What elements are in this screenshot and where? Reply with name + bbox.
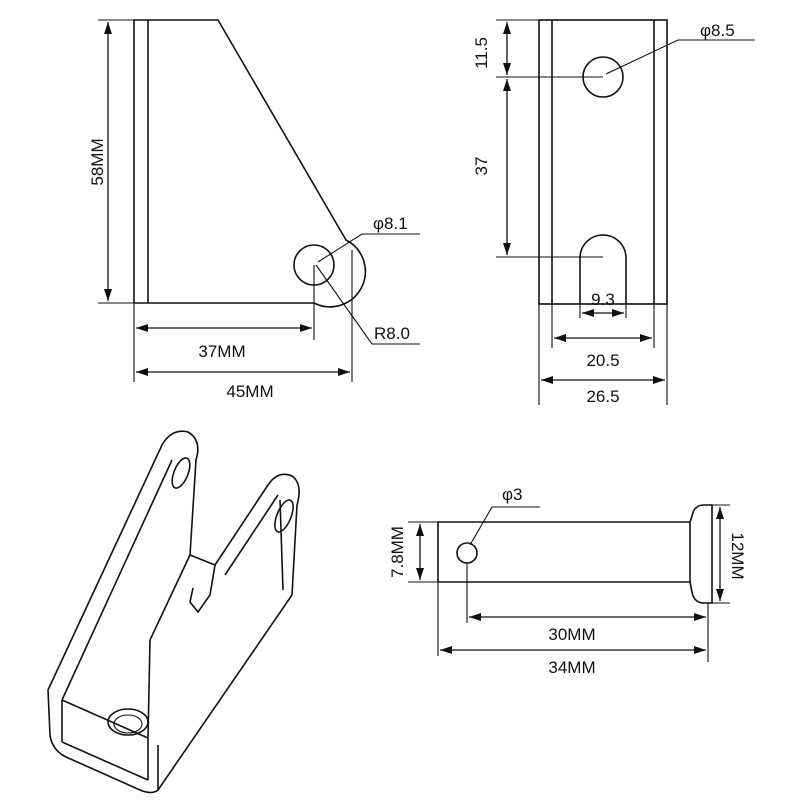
iso-base-plate bbox=[49, 734, 159, 794]
iso-back-slot bbox=[189, 554, 216, 614]
pin-hole-label: φ3 bbox=[502, 485, 522, 504]
bracket-side-profile bbox=[133, 19, 367, 308]
front-slot bbox=[579, 234, 627, 304]
hole-spacing-label: 37 bbox=[472, 157, 491, 176]
front-outline bbox=[538, 19, 668, 305]
front-view: 11.5 37 φ8.5 9.3 20.5 26.5 bbox=[472, 19, 755, 406]
front-hole-label: φ8.5 bbox=[700, 21, 735, 40]
radius-leader bbox=[315, 264, 420, 345]
pin-hole-leader bbox=[469, 506, 540, 546]
height-label: 58MM bbox=[88, 138, 107, 185]
iso-right-plate bbox=[157, 473, 300, 791]
hole-label: φ8.1 bbox=[373, 214, 408, 233]
iso-left-plate bbox=[47, 430, 199, 736]
iso-left-hole bbox=[171, 457, 191, 489]
iso-base-hole bbox=[107, 708, 149, 736]
hole-to-head-label: 30MM bbox=[548, 625, 595, 644]
pin-view: φ3 7.8MM 12MM 30MM 34MM bbox=[388, 485, 747, 677]
total-width-label: 45MM bbox=[226, 382, 273, 401]
iso-right-hole bbox=[274, 499, 294, 533]
inner-width-label: 37MM bbox=[198, 342, 245, 361]
slot-width-label: 9.3 bbox=[591, 290, 615, 309]
pin-hole bbox=[456, 542, 478, 564]
top-offset-label: 11.5 bbox=[472, 37, 491, 69]
outer-width-label: 26.5 bbox=[586, 387, 619, 406]
isometric-view bbox=[47, 430, 300, 794]
total-length-label: 34MM bbox=[548, 658, 595, 677]
inner-width-label: 20.5 bbox=[586, 351, 619, 370]
side-view: 58MM 37MM 45MM φ8.1 R8.0 bbox=[88, 19, 420, 401]
shaft-dia-label: 7.8MM bbox=[388, 526, 407, 578]
front-hole-leader bbox=[605, 39, 755, 75]
hole-leader bbox=[317, 233, 420, 263]
radius-label: R8.0 bbox=[374, 324, 410, 343]
head-dia-label: 12MM bbox=[728, 532, 747, 579]
pin-outline bbox=[437, 504, 713, 604]
